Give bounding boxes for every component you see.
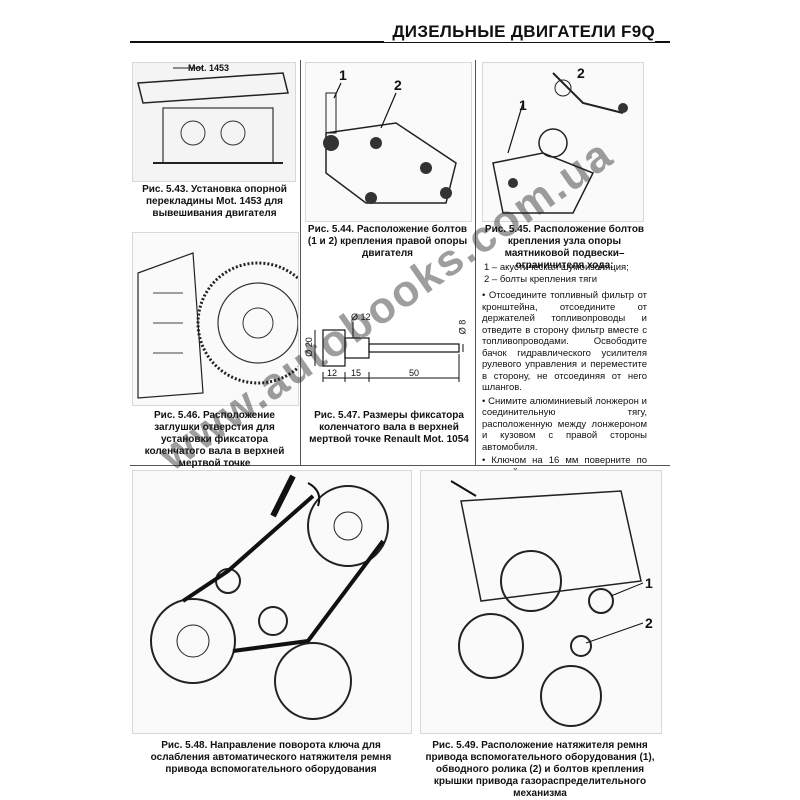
figure-5-46-caption: Рис. 5.46. Расположение заглушки отверст…	[144, 410, 285, 469]
figure-5-49-caption: Рис. 5.49. Расположение натяжителя ремня…	[425, 740, 655, 799]
figure-5-46-image	[132, 232, 299, 406]
callout-2: 2	[645, 615, 653, 631]
callout-1: 1	[645, 575, 653, 591]
callout-1: 1	[519, 97, 527, 113]
figure-5-44-caption: Рис. 5.44. Расположение болтов (1 и 2) к…	[307, 224, 468, 259]
figure-5-48-caption: Рис. 5.48. Направление поворота ключа дл…	[150, 740, 392, 775]
figure-5-45-caption: Рис. 5.45. Расположение болтов крепления…	[484, 224, 645, 271]
figure-5-43-label: Mot. 1453	[188, 63, 230, 73]
dim-d12: Ø 12	[351, 312, 371, 322]
figure-5-43-image: Mot. 1453	[132, 62, 296, 182]
figure-5-44-image: 1 2	[305, 62, 472, 222]
figure-5-45-legend: 1 – акустическая шумоизоляция; 2 – болты…	[484, 262, 649, 285]
figure-5-45-image: 1 2	[482, 62, 644, 222]
figure-5-48-image	[132, 470, 412, 734]
page-title: ДИЗЕЛЬНЫЕ ДВИГАТЕЛИ F9Q	[384, 22, 655, 42]
legend-item: 2 – болты крепления тяги	[484, 273, 598, 285]
dim-15: 15	[351, 368, 362, 378]
callout-2: 2	[394, 77, 402, 93]
callout-1: 1	[339, 67, 347, 83]
row-divider	[130, 465, 670, 466]
column-divider	[300, 60, 301, 465]
dim-50: 50	[409, 368, 420, 378]
figure-5-49-image: 1 2	[420, 470, 662, 734]
paragraph: • Отсоедините топливный фильтр от кроншт…	[482, 290, 647, 393]
paragraph: • Снимите алюминиевый лонжерон и соедини…	[482, 395, 647, 453]
header-rule	[130, 41, 670, 43]
dim-d8: Ø 8	[457, 319, 468, 335]
page-header: ДИЗЕЛЬНЫЕ ДВИГАТЕЛИ F9Q	[0, 18, 800, 48]
callout-2: 2	[577, 65, 585, 81]
dim-12: 12	[327, 368, 338, 378]
legend-item: 1 – акустическая шумоизоляция;	[484, 262, 629, 273]
figure-5-47-caption: Рис. 5.47. Размеры фиксатора коленчатого…	[309, 410, 469, 445]
column-divider	[475, 60, 476, 465]
figure-5-47-drawing: Ø 12 Ø 20 Ø 8 12 15 50	[305, 292, 470, 402]
figure-5-43-caption: Рис. 5.43. Установка опорной перекладины…	[142, 184, 287, 219]
